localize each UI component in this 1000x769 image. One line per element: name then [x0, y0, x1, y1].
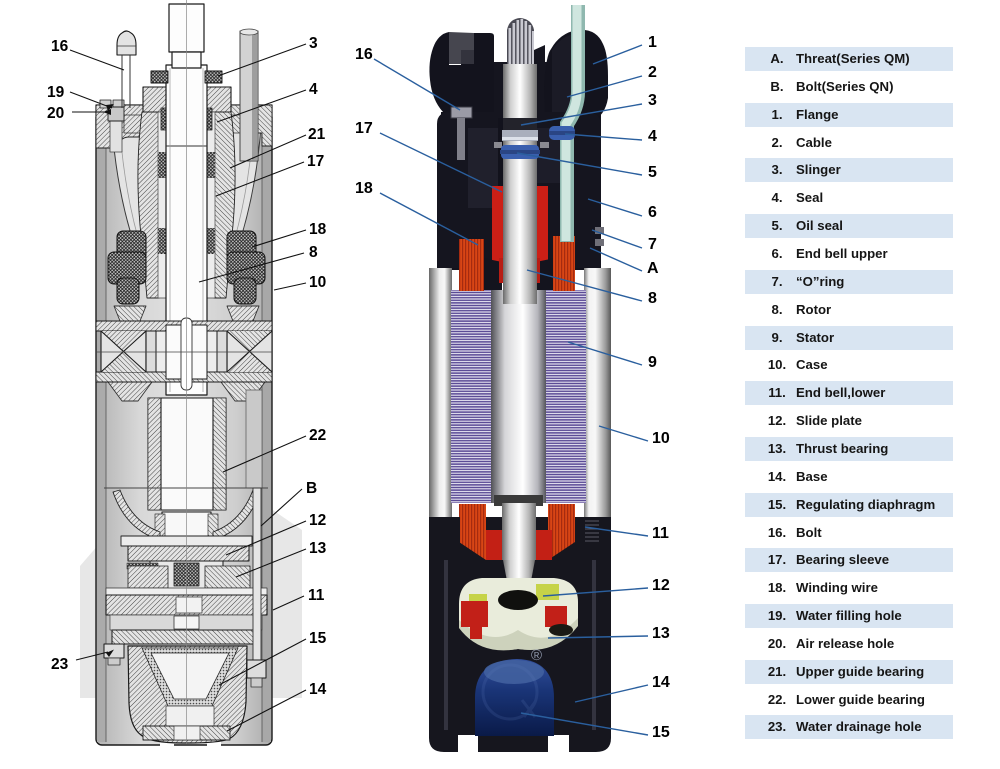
svg-text:12: 12: [309, 512, 326, 529]
svg-text:1: 1: [648, 34, 657, 51]
svg-text:8: 8: [648, 290, 657, 307]
svg-text:19: 19: [47, 84, 65, 101]
svg-text:21: 21: [308, 126, 326, 143]
svg-text:9: 9: [648, 354, 657, 371]
svg-text:18: 18: [355, 180, 373, 197]
svg-text:22: 22: [309, 427, 326, 444]
svg-text:2: 2: [648, 64, 657, 81]
svg-text:18: 18: [309, 221, 327, 238]
svg-text:13: 13: [309, 540, 327, 557]
svg-text:B: B: [306, 480, 317, 497]
svg-text:4: 4: [648, 128, 657, 145]
svg-text:3: 3: [648, 92, 657, 109]
svg-text:16: 16: [355, 46, 373, 63]
svg-text:23: 23: [51, 656, 69, 673]
svg-text:6: 6: [648, 204, 657, 221]
svg-text:12: 12: [652, 577, 670, 594]
svg-text:14: 14: [309, 681, 327, 698]
svg-text:16: 16: [51, 38, 69, 55]
svg-text:13: 13: [652, 625, 670, 642]
svg-text:17: 17: [307, 153, 324, 170]
svg-text:14: 14: [652, 674, 670, 691]
svg-text:4: 4: [309, 81, 318, 98]
svg-text:20: 20: [47, 105, 64, 122]
svg-text:®: ®: [531, 647, 542, 664]
svg-text:7: 7: [648, 236, 657, 253]
svg-text:3: 3: [309, 35, 318, 52]
svg-text:15: 15: [652, 724, 670, 741]
svg-text:11: 11: [308, 587, 325, 604]
svg-text:15: 15: [309, 630, 327, 647]
svg-text:5: 5: [648, 164, 657, 181]
svg-text:8: 8: [309, 244, 318, 261]
svg-text:10: 10: [309, 274, 326, 291]
svg-text:17: 17: [355, 120, 373, 137]
svg-text:A: A: [647, 260, 659, 277]
svg-text:11: 11: [652, 525, 669, 542]
svg-text:10: 10: [652, 430, 670, 447]
